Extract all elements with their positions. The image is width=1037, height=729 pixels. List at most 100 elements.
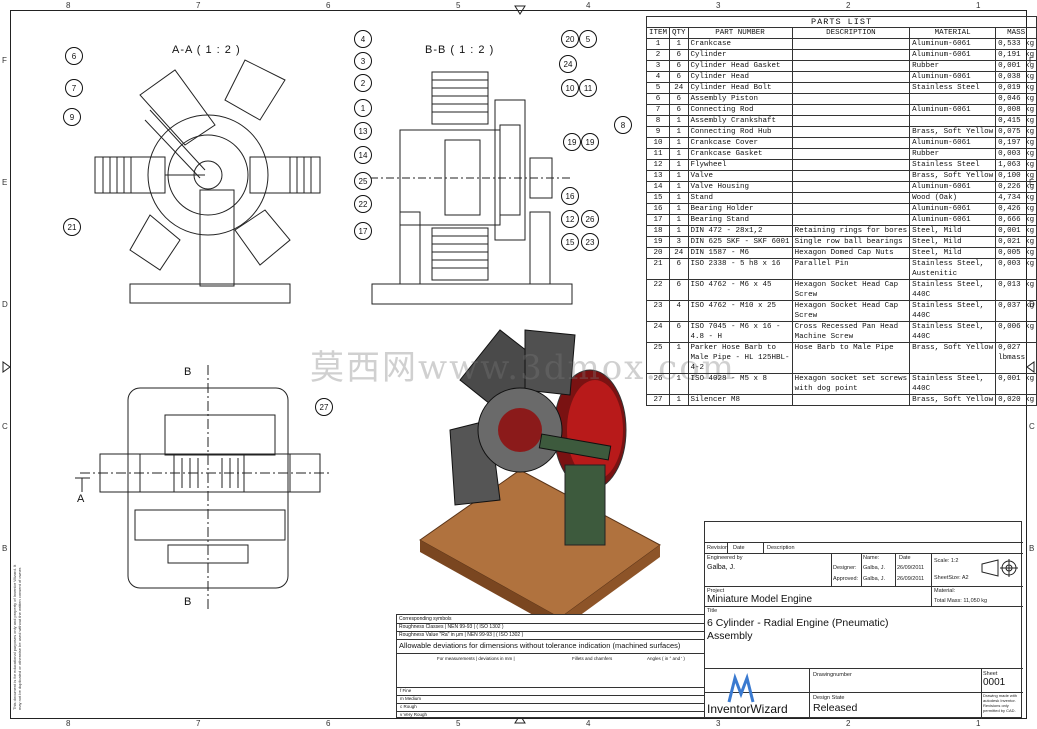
zone-label-top: 5 [456,1,461,10]
parts-list-cell [791,49,911,61]
balloon: 15 [561,233,579,251]
parts-list-cell: Hose Barb to Male Pipe [791,342,911,374]
parts-list-cell: 18 [645,225,671,237]
balloon: 7 [65,79,83,97]
tol-rough1: Roughness Classes | NEN 99-93 | ( ISO 13… [399,624,504,630]
parts-list-cell: 23 [645,300,671,322]
parts-list-cell: Aluminum-6061 [909,203,997,215]
parts-list-cell: 1 [669,203,689,215]
zone-label-top: 6 [326,1,331,10]
parts-list-cell: 1 [669,159,689,171]
parts-list-cell: Connecting Rod Hub [687,126,793,138]
parts-list-cell: Steel, Mild [909,247,997,259]
balloon: 4 [354,30,372,48]
parts-list-cell: Brass, Soft Yellow [909,126,997,138]
zone-label-top: 8 [66,1,71,10]
parts-list-cell: 1 [669,170,689,182]
tolerance-table: Corresponding symbols Roughness Classes … [396,614,705,718]
tb-design-state-label: Design State [813,695,845,701]
parts-list-cell: Valve Housing [687,181,793,193]
parts-list-cell: 6 [669,60,689,72]
zone-label-left: C [2,422,8,431]
parts-list-cell: 24 [645,321,671,343]
section-label-a: A [77,493,86,505]
parts-list-cell [909,93,997,105]
tb-logo: InventorWizard [707,702,788,716]
balloon: 14 [354,146,372,164]
parts-list-cell: 0,415 kg [995,115,1037,127]
balloon: 17 [354,222,372,240]
parts-list-cell: Assembly Piston [687,93,793,105]
balloon: 8 [614,116,632,134]
tb-engineered-by-label: Engineered by [707,555,743,561]
parts-list-cell [791,214,911,226]
parts-list-cell: 6 [669,104,689,116]
parts-list-cell: 7 [645,104,671,116]
balloon: 19 [563,133,581,151]
parts-list-cell: 0,533 kg [995,38,1037,50]
parts-list-cell: Stainless Steel, 440C [909,373,997,395]
tb-drawingnumber-label: Drawingnumber [813,672,852,678]
tb-name-label: Name: [863,555,880,561]
parts-list-cell: 3 [645,60,671,72]
parts-list-cell: 0,027 lbmass [995,342,1037,374]
parts-list-cell: Brass, Soft Yellow [909,170,997,182]
parts-list-cell: 0,003 kg [995,258,1037,280]
parts-list-cell: 11 [645,148,671,160]
balloon: 19 [581,133,599,151]
parts-list-cell [791,104,911,116]
section-label-b-bottom: B [184,596,193,608]
parts-list-cell: Aluminum-6061 [909,38,997,50]
parts-list-cell: 15 [645,192,671,204]
zone-label-bottom: 3 [716,719,721,728]
parts-list-cell: ISO 4028 - M5 x 8 [687,373,793,395]
zone-label-right: C [1029,422,1035,431]
parts-list-cell: 27 [645,394,671,406]
zone-label-bottom: 2 [846,719,851,728]
balloon: 16 [561,187,579,205]
parts-list-cell: 0,426 kg [995,203,1037,215]
balloon: 25 [354,172,372,190]
parts-list-cell: Bearing Holder [687,203,793,215]
parts-list-cell: DIN 625 SKF - SKF 6001 [687,236,793,248]
parts-list-cell: 1 [669,192,689,204]
projection-symbol-icon [981,559,1018,577]
tolerance-row-label: m Medium [400,696,422,701]
parts-list-cell: Aluminum-6061 [909,49,997,61]
parts-list-cell: Aluminum-6061 [909,137,997,149]
parts-list-cell: Stainless Steel [909,159,997,171]
parts-list-header-cell: PART NUMBER [687,27,793,39]
parts-list-cell: ISO 4762 - M10 x 25 [687,300,793,322]
parts-list-cell [791,60,911,72]
tb-title-label: Title [707,608,718,614]
parts-list-cell: ISO 2338 - 5 h8 x 16 [687,258,793,280]
parts-list-cell: Stainless Steel, 440C [909,300,997,322]
parts-list-cell: ISO 7045 - M6 x 16 - 4.8 - H [687,321,793,343]
tb-material-label: Material: [934,588,956,594]
parts-list-cell: 0,013 kg [995,279,1037,301]
parts-list-cell: Brass, Soft Yellow [909,342,997,374]
parts-list-cell: 0,046 kg [995,93,1037,105]
parts-list-cell: 0,038 kg [995,71,1037,83]
inventorwizard-logo-icon [727,672,755,703]
parts-list-cell: Connecting Rod [687,104,793,116]
parts-list-cell: 6 [669,258,689,280]
tol-corr: Corresponding symbols [399,616,452,622]
balloon: 26 [581,210,599,228]
tb-approved-date: 26/09/2011 [897,576,925,582]
